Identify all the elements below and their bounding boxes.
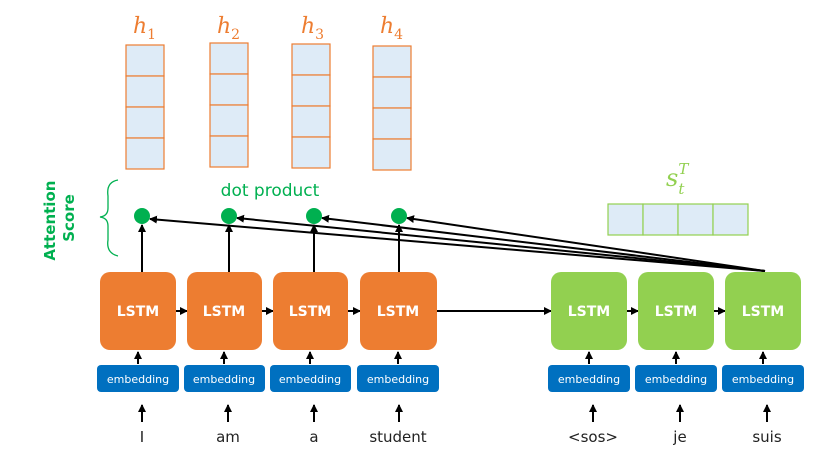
decoder-embedding-2 <box>635 365 717 392</box>
encoder-word-4: student <box>369 428 426 446</box>
encoder-word-1: I <box>140 428 144 446</box>
encoder-embedding-label-1: embedding <box>107 373 169 386</box>
decoder-word-1: <sos> <box>568 428 618 446</box>
attention-score-dot-3 <box>306 208 322 224</box>
decoder-embedding-1 <box>548 365 630 392</box>
encoder-lstm-label-3: LSTM <box>289 304 332 320</box>
embedding-to-lstm-arrows <box>134 351 767 364</box>
hidden-state-vector-3 <box>291 43 331 169</box>
encoder-lstm-2 <box>187 272 262 350</box>
decoder-embedding-3 <box>722 365 804 392</box>
decoder-embedding-label-1: embedding <box>558 373 620 386</box>
encoder-lstm-3 <box>273 272 348 350</box>
decoder-lstm-3 <box>725 272 801 350</box>
hidden-state-label-2: h2 <box>217 14 240 43</box>
decoder-word-2: je <box>672 428 686 446</box>
attention-score-dot-4 <box>391 208 407 224</box>
decoder-to-score-arrows <box>149 214 766 272</box>
embedding-layers: embedding embedding embedding embedding … <box>97 365 804 392</box>
dot-product-label: dot product <box>221 181 320 201</box>
decoder-lstm-2 <box>638 272 714 350</box>
encoder-embedding-label-4: embedding <box>367 373 429 386</box>
hidden-state-label-3: h3 <box>301 14 324 43</box>
encoder-embedding-4 <box>357 365 439 392</box>
decoder-lstm-label-2: LSTM <box>655 304 698 320</box>
decoder-lstm-cells: LSTM LSTM LSTM <box>551 272 801 350</box>
encoder-lstm-label-1: LSTM <box>117 304 160 320</box>
hidden-state-label-1: h1 <box>133 14 156 43</box>
encoder-lstm-1 <box>100 272 176 350</box>
hidden-state-vector-4 <box>372 45 412 171</box>
decoder-state-label: stT <box>666 160 689 198</box>
decoder-lstm-label-1: LSTM <box>568 304 611 320</box>
attention-brace <box>99 179 119 257</box>
encoder-word-3: a <box>309 428 318 446</box>
attention-score-dots <box>134 208 407 224</box>
encoder-lstm-label-2: LSTM <box>203 304 246 320</box>
attention-score-dot-1 <box>134 208 150 224</box>
encoder-lstm-4 <box>360 272 437 350</box>
encoder-lstm-label-4: LSTM <box>377 304 420 320</box>
attention-score-label: Attention Score <box>41 175 78 260</box>
encoder-embedding-3 <box>270 365 351 392</box>
hidden-state-vector-1 <box>125 44 165 170</box>
hidden-state-vector-2 <box>209 42 249 168</box>
encoder-lstm-cells: LSTM LSTM LSTM LSTM <box>100 272 437 350</box>
encoder-embedding-2 <box>184 365 265 392</box>
encoder-embedding-label-3: embedding <box>279 373 341 386</box>
attention-score-dot-2 <box>221 208 237 224</box>
decoder-state-vector <box>607 203 749 236</box>
encoder-embedding-label-2: embedding <box>193 373 255 386</box>
hidden-state-label-4: h4 <box>380 14 403 43</box>
decoder-embedding-label-3: embedding <box>732 373 794 386</box>
decoder-word-3: suis <box>752 428 781 446</box>
encoder-word-2: am <box>216 428 240 446</box>
encoder-embedding-1 <box>97 365 179 392</box>
encoder-to-score-arrows <box>138 224 403 272</box>
hidden-state-labels: h1 h2 h3 h4 <box>133 14 403 43</box>
word-to-embedding-arrows <box>138 404 771 422</box>
decoder-lstm-1 <box>551 272 627 350</box>
hidden-state-vectors <box>125 42 412 171</box>
input-words: I am a student <sos> je suis <box>140 428 782 446</box>
decoder-lstm-label-3: LSTM <box>742 304 785 320</box>
decoder-embedding-label-2: embedding <box>645 373 707 386</box>
